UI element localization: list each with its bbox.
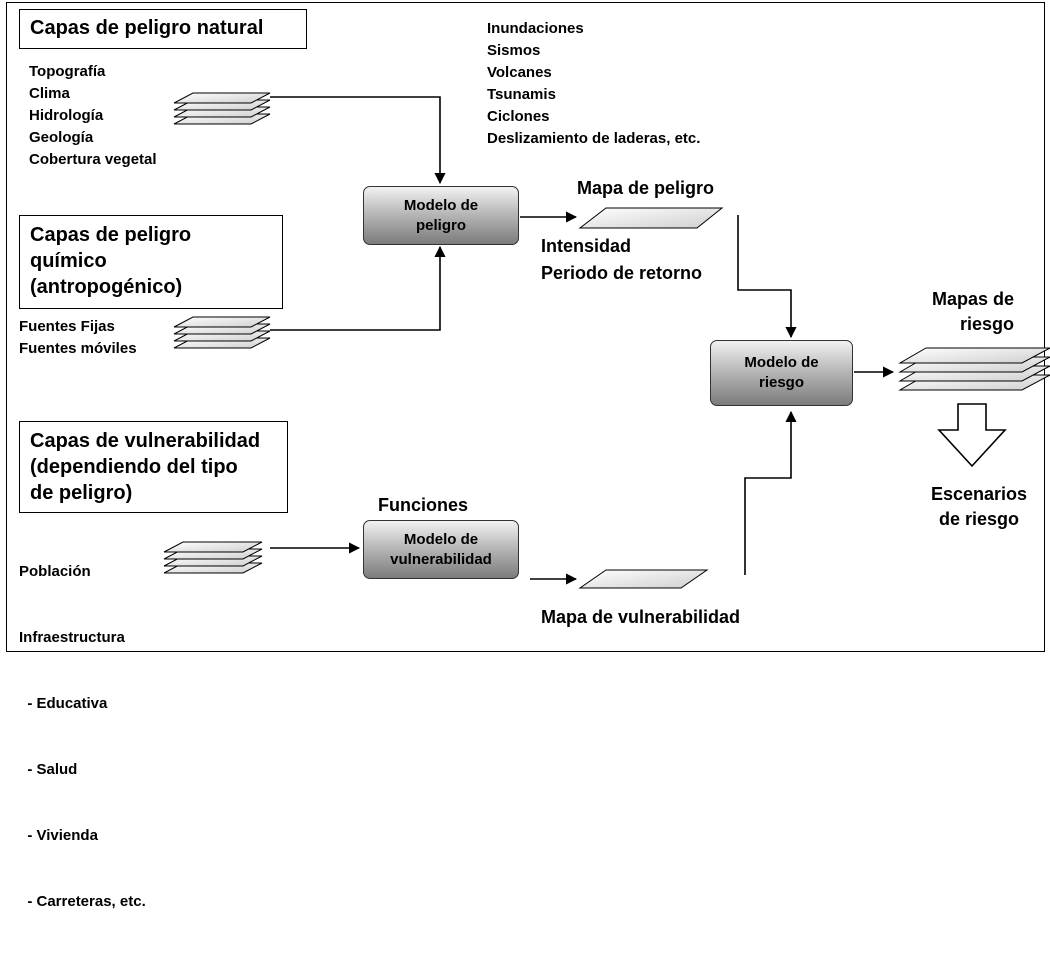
vulnerability-model-label: Modelo de vulnerabilidad <box>390 530 492 568</box>
arrow-hazard-map-to-risk-model <box>737 215 797 339</box>
scenario-down-arrow <box>937 403 1007 468</box>
natural-hazard-title: Capas de peligro natural <box>30 17 264 39</box>
list-item: Topografía <box>29 63 106 80</box>
hazard-model-label: Modelo de peligro <box>403 196 479 234</box>
vulnerability-layer-stack <box>163 541 263 574</box>
risk-model-label: Modelo de riesgo <box>744 354 819 391</box>
chemical-title-line-2: químico <box>30 250 107 272</box>
risk-maps-label: Mapas de riesgo <box>930 287 1014 337</box>
list-item: Fuentes móviles <box>19 340 137 357</box>
risk-maps-line-2: riesgo <box>959 314 1014 334</box>
list-item: Infraestructura <box>19 629 125 646</box>
risk-scenarios-label: Escenarios de riesgo <box>924 482 1034 532</box>
list-item: Volcanes <box>487 64 552 81</box>
chemical-layer-stack <box>173 316 271 349</box>
hazard-model-box: Modelo de peligro <box>363 186 519 245</box>
risk-maps-stack <box>898 347 1050 391</box>
list-item: Fuentes Fijas <box>19 318 115 335</box>
vulnerability-title-line-3: de peligro) <box>30 482 133 504</box>
natural-hazard-title-box: Capas de peligro natural <box>19 9 307 49</box>
hazard-types-list: Inundaciones Sismos Volcanes Tsunamis Ci… <box>487 18 700 150</box>
chemical-hazard-title-box: Capas de peligro químico (antropogénico) <box>19 215 283 309</box>
arrow-chemical-to-hazard-model <box>270 245 446 331</box>
hazard-map-label: Mapa de peligro <box>577 178 715 198</box>
list-item: - Educativa <box>19 695 108 712</box>
list-item: Ciclones <box>487 108 550 125</box>
list-item: Geología <box>29 129 94 146</box>
list-item: Cobertura vegetal <box>29 151 157 168</box>
diagram-frame <box>6 2 1045 652</box>
vulnerability-layers-list: Población Infraestructura - Educativa - … <box>19 517 146 957</box>
risk-scenarios-line-1: Escenarios <box>930 484 1028 504</box>
risk-modeling-diagram: Capas de peligro natural Capas de peligr… <box>6 2 1050 910</box>
functions-label: Funciones <box>378 495 469 515</box>
hazard-map-layer <box>578 207 724 229</box>
risk-model-box: Modelo de riesgo <box>710 340 853 406</box>
list-item: Sismos <box>487 42 541 59</box>
list-item: - Salud <box>19 761 78 778</box>
natural-layers-list: Topografía Clima Hidrología Geología Cob… <box>29 61 157 171</box>
vulnerability-map-label: Mapa de vulnerabilidad <box>541 607 741 627</box>
list-item: - Carreteras, etc. <box>19 893 146 910</box>
risk-scenarios-line-2: de riesgo <box>938 509 1020 529</box>
return-period-label: Periodo de retorno <box>541 263 703 283</box>
vulnerability-title-line-1: Capas de vulnerabilidad <box>30 430 261 452</box>
vulnerability-title-box: Capas de vulnerabilidad (dependiendo del… <box>19 421 288 513</box>
list-item: Clima <box>29 85 70 102</box>
chemical-layers-list: Fuentes Fijas Fuentes móviles <box>19 316 137 360</box>
natural-layer-stack <box>173 92 271 125</box>
risk-maps-line-1: Mapas de <box>931 289 1014 309</box>
list-item: Inundaciones <box>487 20 584 37</box>
vulnerability-map-layer <box>578 569 709 589</box>
arrow-vulnerability-map-to-risk-model <box>744 410 797 575</box>
vulnerability-model-box: Modelo de vulnerabilidad <box>363 520 519 579</box>
intensity-label: Intensidad <box>541 236 632 256</box>
list-item: Deslizamiento de laderas, etc. <box>487 130 701 147</box>
chemical-title-line-1: Capas de peligro <box>30 224 192 246</box>
arrow-natural-to-hazard-model <box>270 96 446 185</box>
list-item: Tsunamis <box>487 86 556 103</box>
list-item: Hidrología <box>29 107 104 124</box>
connectors-layer <box>163 92 1050 589</box>
list-item: Población <box>19 563 91 580</box>
vulnerability-title-line-2: (dependiendo del tipo <box>30 456 238 478</box>
list-item: - Vivienda <box>19 827 98 844</box>
chemical-title-line-3: (antropogénico) <box>30 276 183 298</box>
